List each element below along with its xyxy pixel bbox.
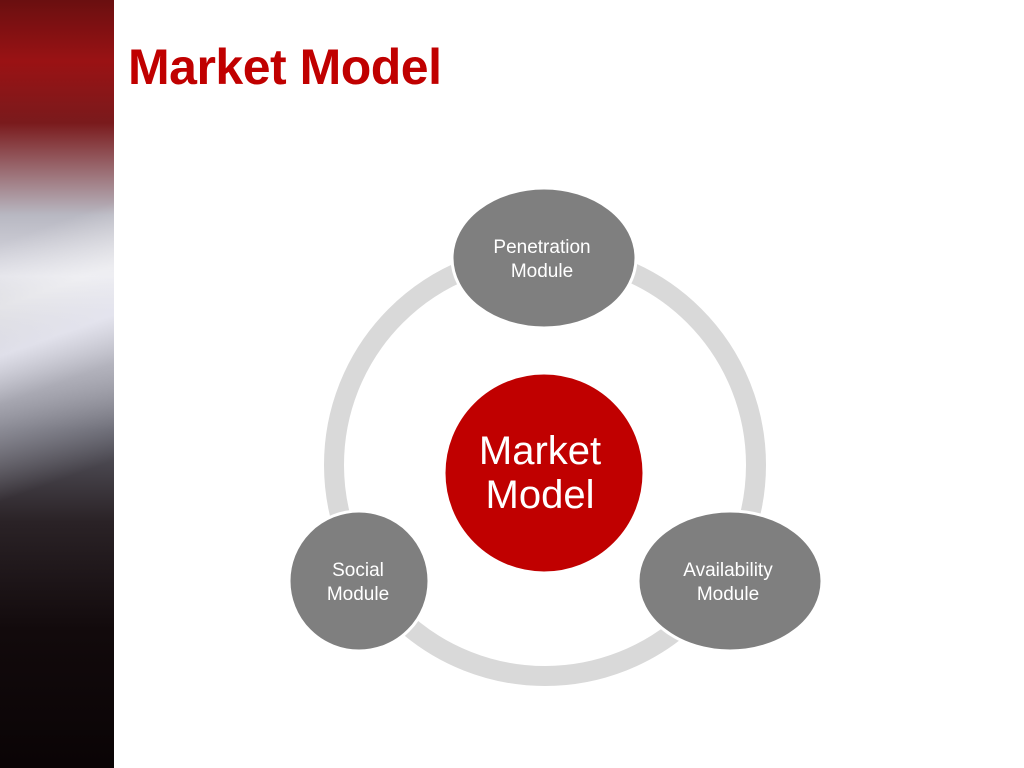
page-title: Market Model — [128, 39, 442, 95]
availability-module-ellipse — [636, 509, 824, 653]
center-node: Market Model — [442, 371, 646, 575]
social-module-label-line-2: Module — [327, 584, 389, 605]
penetration-module-ellipse — [450, 186, 638, 330]
social-module-label-line-1: Social — [332, 560, 384, 581]
availability-module-label-line-1: Availability — [683, 560, 773, 581]
center-node-label-line-2: Model — [486, 473, 595, 517]
social-module-ellipse — [287, 509, 431, 653]
social-module-node: Social Module — [287, 509, 431, 653]
availability-module-label-line-2: Module — [697, 584, 759, 605]
penetration-module-label-line-2: Module — [511, 261, 573, 282]
penetration-module-label-line-1: Penetration — [493, 237, 590, 258]
availability-module-node: Availability Module — [636, 509, 824, 653]
decorative-side-band — [0, 0, 114, 768]
center-node-circle — [442, 371, 646, 575]
center-node-label-line-1: Market — [479, 429, 601, 473]
penetration-module-node: Penetration Module — [450, 186, 638, 330]
